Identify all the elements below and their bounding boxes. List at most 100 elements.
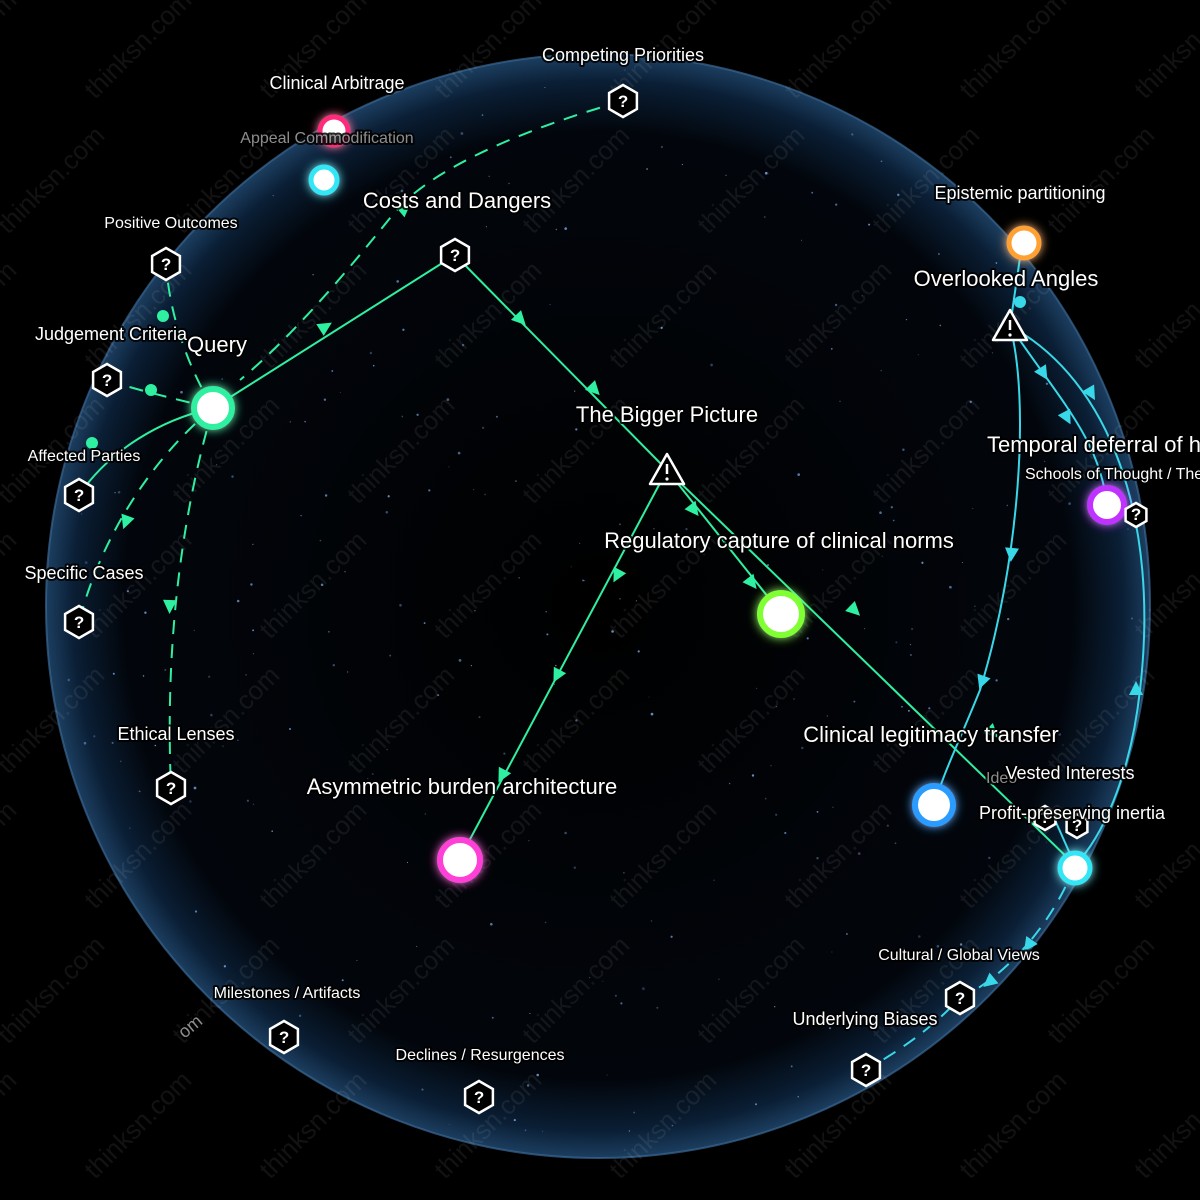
- watermark-text: thinksn.com: [1128, 0, 1200, 104]
- label-layer: Competing Priorities Clinical Arbitrage …: [22, 43, 1200, 1066]
- node-appeal-commodification[interactable]: [308, 164, 340, 196]
- arrowhead: [845, 600, 861, 616]
- question-hexagon-icon[interactable]: ?: [63, 604, 95, 640]
- question-hexagon-icon[interactable]: ?: [850, 1052, 882, 1088]
- arrowhead: [510, 310, 526, 326]
- question-hexagon-icon[interactable]: ?: [1033, 804, 1057, 832]
- watermark-text: thinksn.com: [78, 0, 197, 104]
- arrowhead: [395, 203, 411, 218]
- arrowhead: [1005, 547, 1019, 562]
- svg-text:?: ?: [161, 255, 171, 274]
- arrowhead: [316, 322, 332, 336]
- arrowhead: [498, 766, 512, 783]
- watermark-text: thinksn.com: [0, 255, 22, 374]
- svg-text:?: ?: [1072, 816, 1082, 835]
- svg-text:?: ?: [955, 989, 965, 1008]
- svg-text:?: ?: [166, 779, 176, 798]
- question-hexagon-icon[interactable]: ?: [439, 237, 471, 273]
- label-ideo: Ideo: [986, 770, 1017, 787]
- node-clinical-arbitrage[interactable]: [317, 114, 351, 148]
- arrowhead: [983, 972, 999, 987]
- label-query: Query: [187, 332, 247, 357]
- question-hexagon-icon[interactable]: ?: [1124, 501, 1148, 529]
- svg-text:?: ?: [1131, 505, 1141, 524]
- node-temporal-deferral[interactable]: [1087, 485, 1127, 525]
- label-vested-interests: Vested Interests: [1005, 763, 1134, 783]
- edge-bigger-to-asymmetric: [459, 469, 668, 859]
- svg-text:?: ?: [474, 1088, 484, 1107]
- watermark-text: thinksn.com: [0, 930, 110, 1049]
- arrowhead: [584, 380, 600, 396]
- label-cultural-global: Cultural / Global Views: [878, 947, 1040, 964]
- label-clinical-legitimacy: Clinical legitimacy transfer: [803, 722, 1059, 747]
- edge-dot: [145, 384, 157, 396]
- watermark-text: thinksn.com: [953, 0, 1072, 104]
- svg-text:?: ?: [861, 1061, 871, 1080]
- edge-overlooked-to-temporal: [1009, 325, 1108, 506]
- label-epistemic-partitioning: Epistemic partitioning: [934, 183, 1105, 203]
- watermark-text: thinksn.com: [0, 0, 22, 104]
- arrowhead: [163, 599, 177, 614]
- edge-overlooked-to-profit: [1009, 325, 1146, 866]
- node-clinical-legitimacy[interactable]: [912, 783, 956, 827]
- node-profit-preserving[interactable]: [1057, 850, 1093, 886]
- watermark-text: thinksn.com: [253, 1065, 372, 1184]
- watermark-text: thinksn.com: [1041, 930, 1160, 1049]
- label-affected-parties: Affected Parties: [28, 448, 141, 465]
- watermark-text: thinksn.com: [0, 1065, 22, 1184]
- edge-dot: [86, 437, 98, 449]
- edge-overlooked-to-legitimacy: [934, 325, 1021, 806]
- warning-triangle-icon[interactable]: [648, 452, 686, 486]
- edge-query-to-costs: [212, 254, 456, 409]
- question-hexagon-icon[interactable]: ?: [944, 980, 976, 1016]
- arrowhead: [684, 500, 699, 517]
- svg-text:?: ?: [74, 486, 84, 505]
- question-hexagon-icon[interactable]: ?: [150, 246, 182, 282]
- edge-query-to-specific: [78, 407, 214, 623]
- edge-query-to-positive: [165, 263, 214, 409]
- watermark-text: thinksn.com: [1041, 120, 1160, 239]
- node-query[interactable]: [191, 386, 235, 430]
- arrowhead: [553, 666, 567, 683]
- label-profit-preserving: Profit-preserving inertia: [979, 803, 1166, 823]
- label-overlooked-angles: Overlooked Angles: [914, 266, 1099, 291]
- label-bigger-picture: The Bigger Picture: [576, 402, 758, 427]
- edge-costs-to-bigger-picture: [454, 254, 668, 471]
- label-asymmetric-burden: Asymmetric burden architecture: [307, 774, 618, 799]
- label-milestones: Milestones / Artifacts: [214, 985, 361, 1002]
- question-hexagon-icon[interactable]: ?: [63, 477, 95, 513]
- arrowhead: [1129, 681, 1143, 695]
- question-hexagon-icon[interactable]: ?: [268, 1019, 300, 1055]
- label-schools-of-thought: Schools of Thought / The: [1025, 466, 1200, 483]
- edge-bigger-to-regulatory: [666, 469, 781, 613]
- warning-triangle-icon[interactable]: [991, 308, 1029, 342]
- label-costs-and-dangers: Costs and Dangers: [363, 188, 551, 213]
- svg-text:?: ?: [618, 92, 628, 111]
- edge-dot: [157, 310, 169, 322]
- question-hexagon-icon[interactable]: ?: [607, 83, 639, 119]
- triangle-node-layer: [648, 308, 1029, 486]
- label-judgement-criteria: Judgement Criteria: [35, 324, 188, 344]
- arrowhead: [121, 513, 135, 530]
- watermark-text: thinksn.com: [778, 0, 897, 104]
- question-hexagon-icon[interactable]: ?: [155, 770, 187, 806]
- arrowhead: [1034, 364, 1048, 380]
- svg-text:?: ?: [74, 613, 84, 632]
- label-specific-cases: Specific Cases: [24, 563, 143, 583]
- question-hexagon-icon[interactable]: ?: [91, 362, 123, 398]
- hex-node-layer: ??????????????: [63, 83, 1148, 1115]
- watermark-text: thinksn.com: [78, 1065, 197, 1184]
- question-hexagon-icon[interactable]: ?: [463, 1079, 495, 1115]
- label-competing-priorities: Competing Priorities: [542, 45, 704, 65]
- label-declines: Declines / Resurgences: [396, 1047, 565, 1064]
- question-hexagon-icon[interactable]: ?: [1065, 812, 1089, 840]
- node-regulatory-capture[interactable]: [757, 590, 805, 638]
- arrowhead: [977, 673, 991, 690]
- node-asymmetric-burden[interactable]: [437, 837, 483, 883]
- watermark-text: thinksn.com: [0, 525, 22, 644]
- node-epistemic-partitioning[interactable]: [1006, 225, 1042, 261]
- watermark-text: thinksn.com: [1128, 255, 1200, 374]
- svg-text:?: ?: [102, 371, 112, 390]
- label-clinical-arbitrage: Clinical Arbitrage: [269, 73, 404, 93]
